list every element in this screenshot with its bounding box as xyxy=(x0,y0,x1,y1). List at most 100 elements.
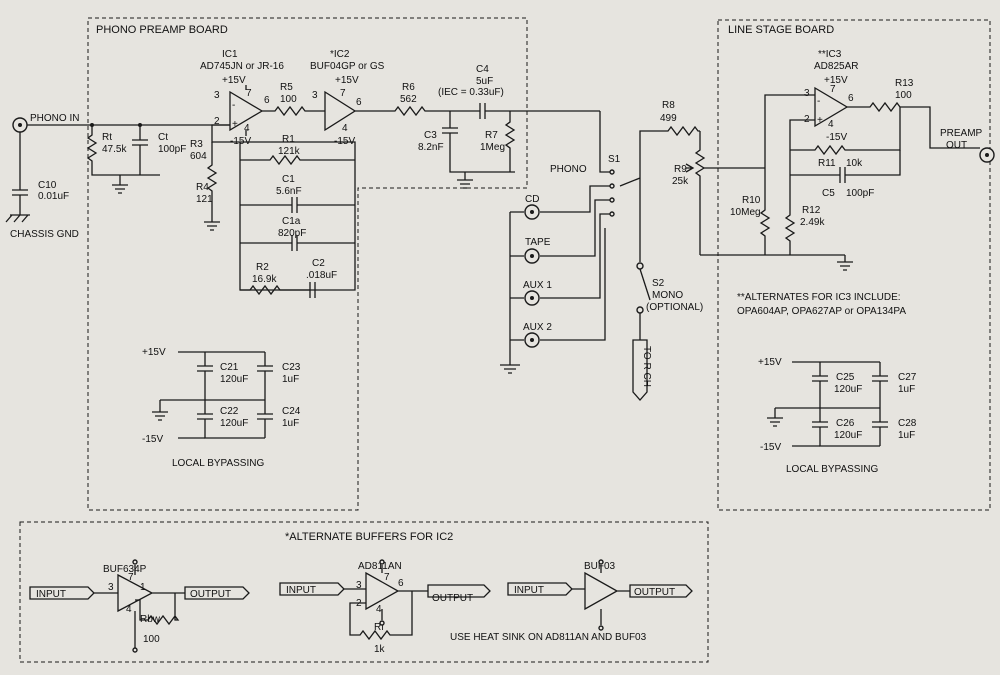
svg-text:6: 6 xyxy=(356,97,362,108)
c22-value: 120uF xyxy=(220,418,248,429)
r1-value: 121k xyxy=(278,146,301,157)
line-board-title: LINE STAGE BOARD xyxy=(728,24,834,36)
phono-in-label: PHONO IN xyxy=(30,113,79,124)
svg-text:-: - xyxy=(817,96,820,107)
r8-name: R8 xyxy=(662,100,675,111)
optional-label: (OPTIONAL) xyxy=(646,302,703,313)
c21-value: 120uF xyxy=(220,374,248,385)
s2-name: S2 xyxy=(652,278,665,289)
r1-name: R1 xyxy=(282,134,295,145)
r9-name: R9 xyxy=(674,164,687,175)
buf634p-output: OUTPUT xyxy=(190,589,231,600)
c24-name: C24 xyxy=(282,406,301,417)
r12-name: R12 xyxy=(802,205,821,216)
ic3-vpos: +15V xyxy=(824,75,848,86)
line-bypass: +15V -15V C25 120uF C27 1uF C26 120uF C2… xyxy=(758,357,917,475)
r7-name: R7 xyxy=(485,130,498,141)
r13-value: 100 xyxy=(895,90,912,101)
c10-name: C10 xyxy=(38,180,57,191)
svg-text:6: 6 xyxy=(264,95,270,106)
svg-text:-15V: -15V xyxy=(142,434,163,445)
c22-name: C22 xyxy=(220,406,239,417)
svg-text:1: 1 xyxy=(140,582,146,593)
svg-text:-: - xyxy=(232,100,235,111)
cd-label: CD xyxy=(525,194,539,205)
c23-name: C23 xyxy=(282,362,301,373)
r4-value: 121 xyxy=(196,194,213,205)
ad811an-label: AD811AN xyxy=(358,561,402,572)
svg-text:4: 4 xyxy=(244,123,250,134)
preamp-out-label-1: PREAMP xyxy=(940,128,983,139)
c25-value: 120uF xyxy=(834,384,862,395)
ic1-part: AD745JN or JR-16 xyxy=(200,61,284,72)
phono-bypass: +15V -15V C21 120uF C23 1uF C22 120uF C2… xyxy=(142,347,301,469)
rf-value: 1k xyxy=(374,644,386,655)
ic1-name: IC1 xyxy=(222,49,238,60)
rbw-name: Rbw xyxy=(140,614,161,625)
r6-name: R6 xyxy=(402,82,415,93)
preamp-out-jack xyxy=(979,147,995,163)
rt-name: Rt xyxy=(102,132,112,143)
r9-value: 25k xyxy=(672,176,689,187)
r8-value: 499 xyxy=(660,113,677,124)
r6-value: 562 xyxy=(400,94,417,105)
line-stage-board: LINE STAGE BOARD xyxy=(717,19,991,511)
ic1-opamp: - + xyxy=(229,90,264,132)
r2-name: R2 xyxy=(256,262,269,273)
rt-value: 47.5k xyxy=(102,144,127,155)
to-r-ch-label: TO R CH xyxy=(641,346,652,387)
heat-sink-note: USE HEAT SINK ON AD811AN AND BUF03 xyxy=(450,632,647,643)
svg-text:+: + xyxy=(817,115,823,126)
c1-name: C1 xyxy=(282,174,295,185)
svg-text:7: 7 xyxy=(340,88,346,99)
alt-buffers-board: *ALTERNATE BUFFERS FOR IC2 xyxy=(19,521,709,663)
svg-text:3: 3 xyxy=(108,582,114,593)
buffer-buf03: BUF03 INPUT OUTPUT xyxy=(507,559,693,631)
svg-text:2: 2 xyxy=(214,116,220,127)
svg-text:7: 7 xyxy=(830,84,836,95)
c21-name: C21 xyxy=(220,362,239,373)
r10-value: 10Meg xyxy=(730,207,761,218)
r12-value: 2.49k xyxy=(800,217,825,228)
c5-value: 100pF xyxy=(846,188,874,199)
buf634p-input: INPUT xyxy=(36,589,66,600)
svg-text:7: 7 xyxy=(128,572,134,583)
phono-preamp-board: PHONO PREAMP BOARD xyxy=(87,17,528,511)
preamp-out-label-2: OUT xyxy=(946,140,967,151)
ic2-name: *IC2 xyxy=(330,49,350,60)
r7-value: 1Meg xyxy=(480,142,505,153)
ic1-vpos: +15V xyxy=(222,75,246,86)
line-bypass-title: LOCAL BYPASSING xyxy=(786,464,878,475)
svg-text:4: 4 xyxy=(376,604,382,615)
ct-value: 100pF xyxy=(158,144,186,155)
svg-text:4: 4 xyxy=(126,604,132,615)
c26-value: 120uF xyxy=(834,430,862,441)
phono-bypass-title: LOCAL BYPASSING xyxy=(172,458,264,469)
ct-name: Ct xyxy=(158,132,168,143)
ad811an-output: OUTPUT xyxy=(432,593,473,604)
r10-name: R10 xyxy=(742,195,761,206)
ic3-alternates-list: OPA604AP, OPA627AP or OPA134PA xyxy=(737,306,906,317)
c5-name: C5 xyxy=(822,188,835,199)
c1a-name: C1a xyxy=(282,216,301,227)
r11-value: 10k xyxy=(846,158,863,169)
ic3-vneg: -15V xyxy=(826,132,847,143)
svg-text:6: 6 xyxy=(848,93,854,104)
rf-name: Rf xyxy=(374,622,384,633)
phono-input-jack: PHONO IN xyxy=(12,113,79,133)
svg-text:6: 6 xyxy=(398,578,404,589)
ic3-opamp: - + xyxy=(814,86,849,128)
buffer-ad811an: AD811AN INPUT OUTPUT 3 2 6 7 4 Rf 1k xyxy=(279,559,491,655)
svg-text:7: 7 xyxy=(384,572,390,583)
svg-text:+: + xyxy=(232,119,238,130)
c27-name: C27 xyxy=(898,372,917,383)
input-selector-s1: PHONO S1 CD TAPE AUX 1 AUX 2 xyxy=(500,111,665,374)
r4-name: R4 xyxy=(196,182,209,193)
r11-name: R11 xyxy=(818,158,836,169)
ad811an-input: INPUT xyxy=(286,585,316,596)
c27-value: 1uF xyxy=(898,384,915,395)
s1-phono-label: PHONO xyxy=(550,164,587,175)
c4-iec: (IEC = 0.33uF) xyxy=(438,87,504,98)
c10-value: 0.01uF xyxy=(38,191,69,202)
